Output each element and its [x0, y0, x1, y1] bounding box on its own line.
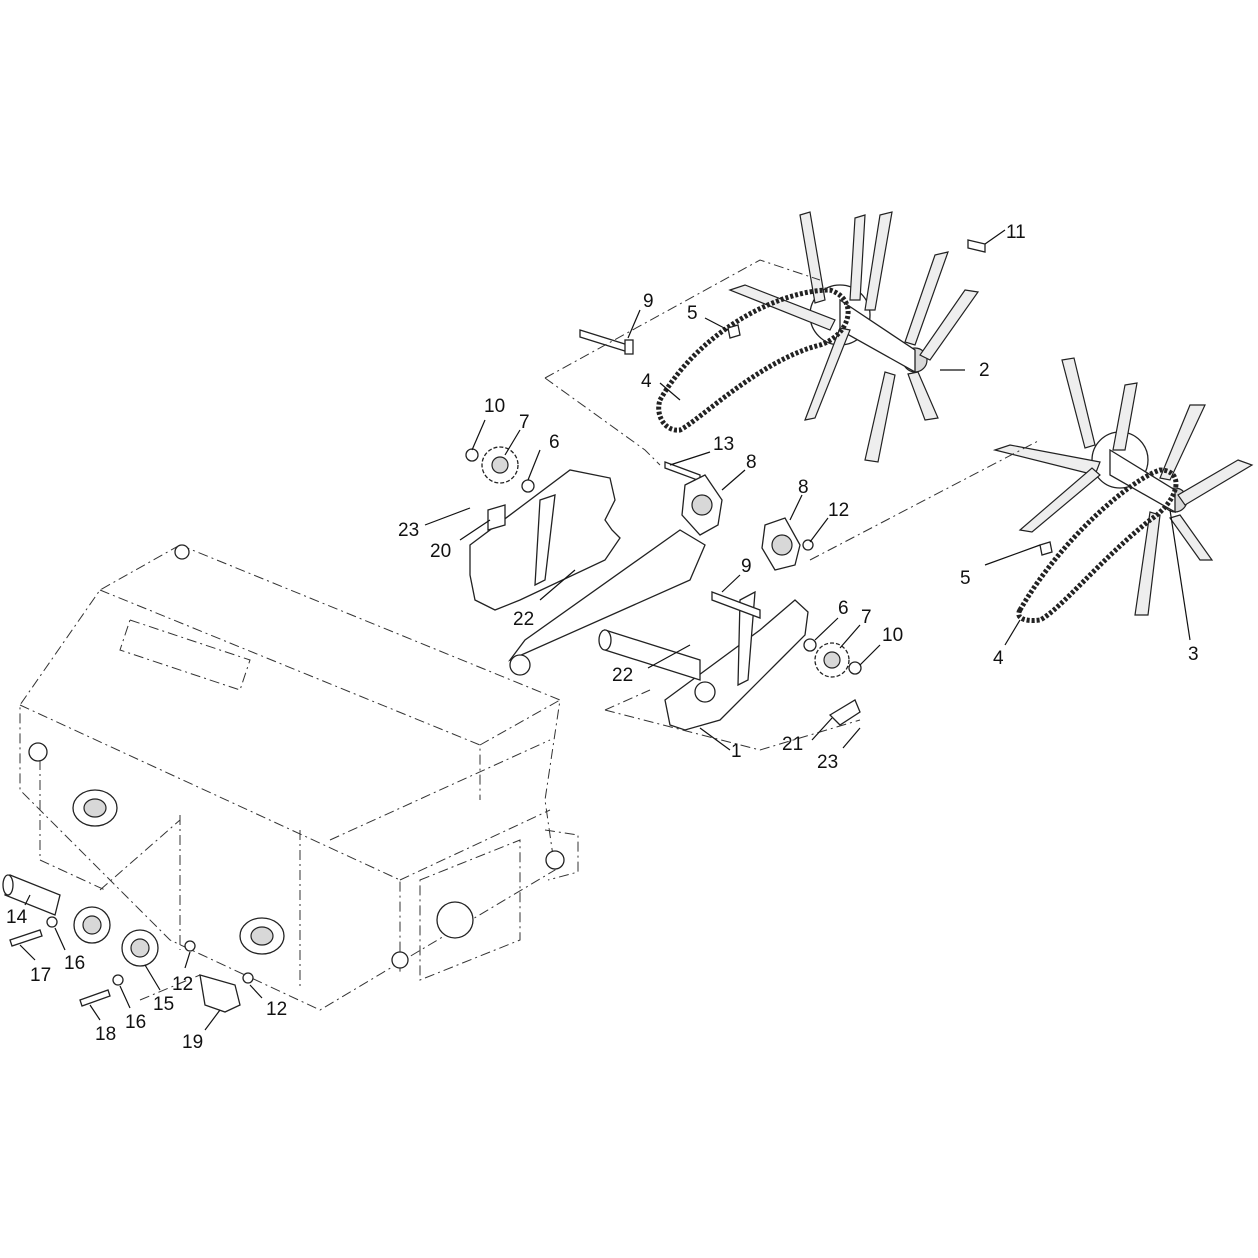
alignment-lines — [99, 259, 1041, 1001]
bolt-18 — [79, 989, 111, 1007]
callout-8-upper: 8 — [746, 452, 757, 473]
bracket-21 — [828, 699, 861, 726]
callout-5-lower: 5 — [960, 568, 971, 589]
bolt-9-upper — [579, 329, 634, 355]
callout-12-mid: 12 — [172, 974, 193, 995]
callout-16-upper: 16 — [64, 953, 85, 974]
nut-10-upper — [465, 448, 479, 462]
washer-16-upper — [46, 916, 58, 928]
housing-frame — [19, 544, 579, 1011]
callout-12-lower: 12 — [266, 999, 287, 1020]
nut-10-lower — [848, 661, 862, 675]
callout-3: 3 — [1188, 644, 1199, 665]
callout-6-lower: 6 — [838, 598, 849, 619]
tine-rotor-lower — [992, 357, 1254, 623]
bolt-17 — [9, 929, 43, 947]
callout-18: 18 — [95, 1024, 116, 1045]
bolt-11 — [967, 239, 986, 253]
callout-20: 20 — [430, 541, 451, 562]
callout-23-lower: 23 — [817, 752, 838, 773]
callout-5-upper: 5 — [687, 303, 698, 324]
leader-lines — [19, 229, 1191, 1031]
tine-rotor-upper — [656, 211, 980, 463]
bearing-15-right — [121, 929, 159, 967]
callout-10-upper: 10 — [484, 396, 505, 417]
callout-2: 2 — [979, 360, 990, 381]
frame-bearing-left — [72, 789, 118, 827]
callout-22-lower: 22 — [612, 665, 633, 686]
washer-6-lower — [803, 638, 817, 652]
cross-tube — [598, 629, 701, 681]
callout-23-upper: 23 — [398, 520, 419, 541]
callout-4-upper: 4 — [641, 371, 652, 392]
side-plate-left — [469, 469, 706, 676]
link-5-upper — [727, 324, 741, 339]
frame-bearing-right — [239, 917, 285, 955]
callout-6-upper: 6 — [549, 432, 560, 453]
callout-19: 19 — [182, 1032, 203, 1053]
callout-9-upper: 9 — [643, 291, 654, 312]
callout-15: 15 — [153, 994, 174, 1015]
bracket-20 — [487, 504, 506, 531]
callout-11: 11 — [1006, 222, 1026, 243]
callout-12-upper: 12 — [828, 500, 849, 521]
bearing-8-upper — [681, 474, 723, 536]
bearing-15-left — [73, 906, 111, 944]
callout-7-lower: 7 — [861, 607, 872, 628]
sprocket-7-upper — [481, 446, 519, 484]
nut-12-lower — [242, 972, 254, 984]
bearing-8-lower — [761, 517, 801, 571]
callout-9-lower: 9 — [741, 556, 752, 577]
callout-22-upper: 22 — [513, 609, 534, 630]
callout-13: 13 — [713, 434, 734, 455]
callout-21: 21 — [782, 734, 803, 755]
washer-6-upper — [521, 479, 535, 493]
callout-17: 17 — [30, 965, 51, 986]
callout-8-lower: 8 — [798, 477, 809, 498]
callout-14: 14 — [6, 907, 28, 928]
nut-12-upper — [802, 539, 814, 551]
shaft-14 — [2, 874, 61, 916]
callout-16-lower: 16 — [125, 1012, 146, 1033]
callout-7-upper: 7 — [519, 412, 530, 433]
washer-16-lower — [112, 974, 124, 986]
link-5-lower — [1039, 541, 1053, 556]
side-plate-right — [664, 590, 809, 731]
callout-4-lower: 4 — [993, 648, 1004, 669]
callout-1: 1 — [731, 741, 742, 762]
bolt-9-lower — [711, 591, 761, 619]
sprocket-7-lower — [814, 642, 850, 678]
nut-12-mid — [184, 940, 196, 952]
callout-10-lower: 10 — [882, 625, 903, 646]
bracket-19 — [199, 974, 241, 1013]
callout-labels: 1 2 3 4 4 5 5 6 6 7 7 8 8 9 9 10 10 11 1… — [6, 222, 1199, 1053]
